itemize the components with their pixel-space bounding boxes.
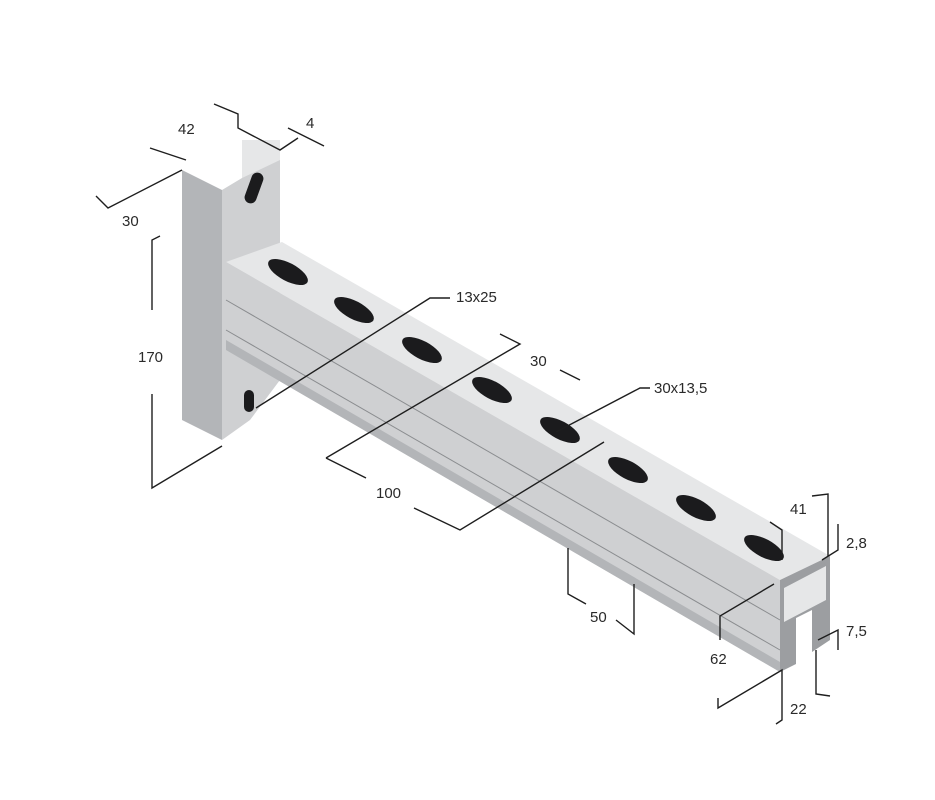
slot-1	[268, 258, 308, 286]
bracket-body	[182, 140, 830, 672]
dimension-labels: 42 4 30 170 13x25 30 30x13,5 100 50 41 2…	[122, 115, 867, 718]
label-side-slot-spacing: 50	[590, 609, 607, 626]
dim-50-right	[615, 584, 635, 636]
slot-6	[608, 456, 648, 484]
label-slot-size: 13x25	[456, 289, 497, 306]
dim-50-left	[567, 548, 587, 605]
channel-end-inner	[784, 566, 826, 622]
wall-plate-front	[182, 170, 222, 440]
dim-42-line	[149, 147, 187, 161]
dim-170-lower	[151, 394, 223, 490]
dim-30-spacing-right	[559, 369, 581, 381]
label-wall-thickness: 2,8	[846, 535, 867, 552]
label-channel-height: 62	[710, 651, 727, 668]
wall-plate-slot-upper	[244, 172, 264, 204]
dim-7-5-line	[817, 628, 839, 650]
dimension-lines	[95, 103, 839, 725]
channel-ridge-line	[225, 299, 781, 621]
dim-41-left	[769, 521, 783, 560]
label-plate-height: 170	[138, 349, 163, 366]
dim-22-line	[717, 668, 783, 725]
dim-170-upper	[151, 235, 161, 310]
dim-100-right	[413, 441, 605, 531]
dim-100-left	[325, 457, 367, 479]
label-opening-width: 22	[790, 701, 807, 718]
slot-3	[402, 336, 442, 364]
slot-8	[744, 534, 784, 562]
dim-4-tick	[287, 127, 325, 147]
dim-13x25-leader	[255, 297, 450, 409]
label-first-slot-offset: 100	[376, 485, 401, 502]
dim-30-plate-line	[95, 169, 183, 209]
label-channel-width: 41	[790, 501, 807, 518]
label-slot-size-channel: 30x13,5	[654, 380, 707, 397]
label-lip-height: 7,5	[846, 623, 867, 640]
dim-30x13-leader	[555, 387, 650, 433]
label-plate-depth: 30	[122, 213, 139, 230]
channel-groove-line	[225, 329, 781, 651]
wall-plate-slot-lower	[244, 390, 254, 412]
dim-62-line	[719, 583, 775, 640]
label-plate-thickness: 4	[306, 115, 314, 132]
channel-front-face	[226, 262, 780, 672]
dim-22-right	[815, 650, 831, 697]
wall-plate-top-lip	[242, 140, 280, 178]
dim-41-right	[811, 493, 829, 556]
channel-lower-band	[226, 340, 780, 672]
slot-4	[472, 376, 512, 404]
slot-2	[334, 296, 374, 324]
slot-7	[676, 494, 716, 522]
dim-4-line	[213, 103, 299, 151]
label-plate-width: 42	[178, 121, 195, 138]
dim-30-spacing-left	[325, 333, 522, 459]
dim-2-8-line	[821, 524, 839, 561]
label-slot-spacing: 30	[530, 353, 547, 370]
channel-top-face	[226, 242, 830, 580]
